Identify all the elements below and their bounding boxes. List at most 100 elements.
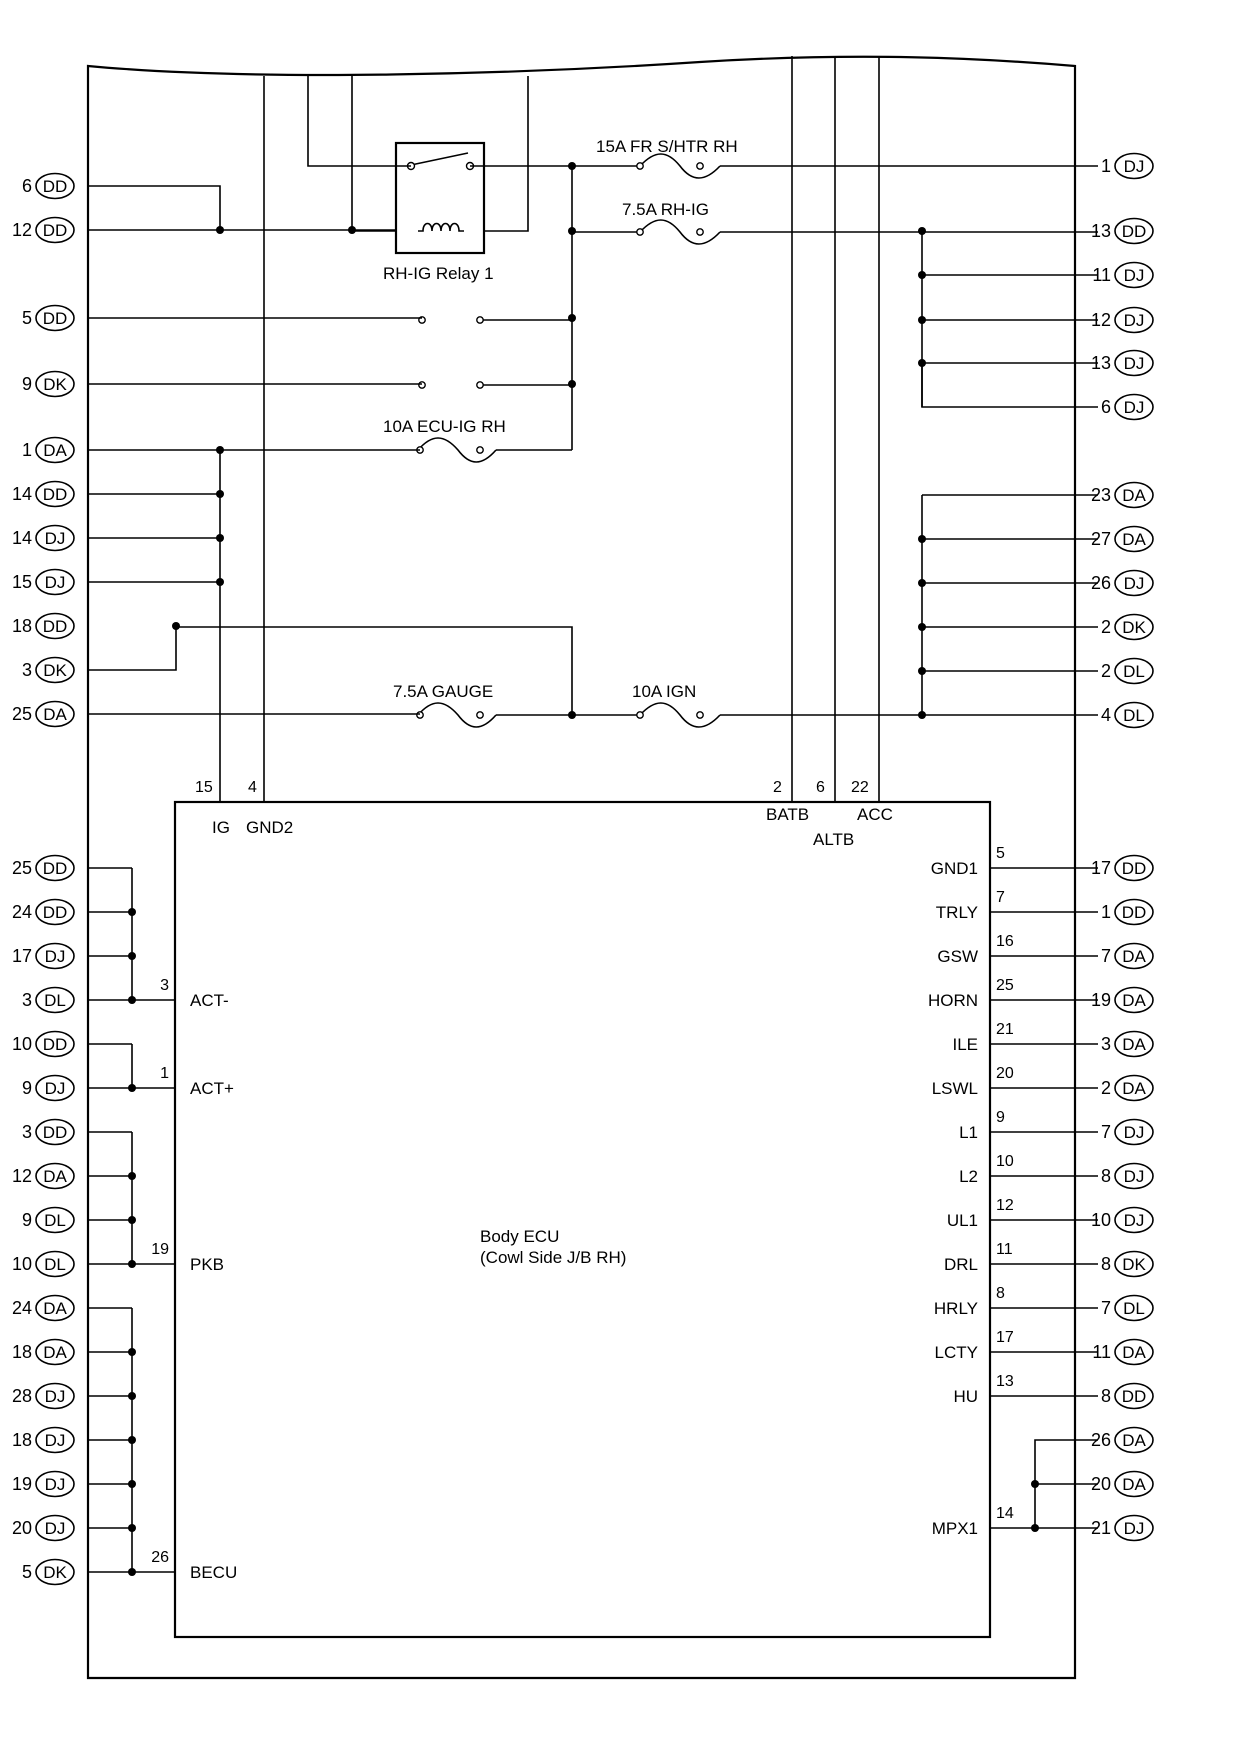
connector-pin-number: 14 [12,484,32,504]
connector-id: DD [1122,222,1147,241]
connector-badge-outline [35,1294,75,1322]
connector-badge-outline [35,1250,75,1278]
fuse-shtr-symbol [639,153,721,179]
connector-badge-outline [35,700,75,728]
ecu-top-pin-label: GND2 [246,818,293,837]
ecu-left-pin-label: BECU [190,1563,237,1582]
right-connector-23: DL7 [1101,1294,1154,1322]
connector-id: DJ [45,1079,66,1098]
right-connector-17: DA3 [1101,1030,1154,1058]
junction-dot-11 [216,446,224,454]
connector-pin-number: 1 [1101,902,1111,922]
connector-id: DA [1122,1343,1146,1362]
right-connector-18: DA2 [1101,1074,1154,1102]
right-connector-11: DL2 [1101,657,1154,685]
junction-dot-4 [568,227,576,235]
fuse-shtr-end-a [636,162,644,170]
junction-dot-1 [216,226,224,234]
connector-id: DJ [45,529,66,548]
junction-dot-23 [128,952,136,960]
connector-badge-outline [35,1558,75,1586]
connector-badge-outline [1114,1470,1154,1498]
ecu-right-pin-label: HORN [928,991,978,1010]
junction-dot-31 [128,1436,136,1444]
fuse-rhig-symbol [639,219,721,245]
switch-b-contact-2 [476,381,484,389]
ecu-right-pin-number: 5 [996,845,1005,862]
connector-id: DJ [1124,574,1145,593]
ecu-right-pin-number: 14 [996,1505,1014,1522]
connector-badge-outline [1114,701,1154,729]
connector-id: DK [43,1563,67,1582]
connector-pin-number: 7 [1101,1298,1111,1318]
connector-id: DA [43,1343,67,1362]
ecu-top-pin-number: 2 [773,779,782,796]
ecu-right-pin-label: L1 [959,1123,978,1142]
connector-pin-number: 5 [22,1562,32,1582]
connector-id: DD [43,617,68,636]
ecu-right-pin-label: ILE [952,1035,978,1054]
left-connector-10: DK3 [22,656,75,684]
junction-dot-16 [568,711,576,719]
connector-pin-number: 13 [1091,221,1111,241]
left-connector-18: DD3 [22,1118,75,1146]
left-connector-5: DA1 [22,436,75,464]
junction-dot-group [128,162,1039,1576]
junction-dot-25 [128,1084,136,1092]
fuse-ecuig-end-b [476,446,484,454]
connector-id: DL [1123,706,1145,725]
junction-block-frame [86,55,1077,1680]
ecu-top-pin-label: ALTB [813,830,854,849]
junction-dot-34 [128,1568,136,1576]
connector-id: DD [43,485,68,504]
connector-id: DK [1122,618,1146,637]
relay-switch-arm [410,152,469,166]
ecu-top-pin-number: 4 [248,779,257,796]
connector-pin-number: 2 [1101,1078,1111,1098]
ecu-right-pin-group: 5GND17TRLY16GSW25HORN21ILE20LSWL9L110L21… [928,845,1014,1538]
switch-b-contact-1 [418,381,426,389]
connector-pin-number: 26 [1091,573,1111,593]
connector-id: DA [43,1167,67,1186]
ecu-top-pin-number: 15 [195,779,213,796]
connector-pin-number: 24 [12,902,32,922]
connector-badge-outline [1114,261,1154,289]
fuse-rhig-label: 7.5A RH-IG [622,200,709,219]
connector-pin-number: 3 [22,660,32,680]
wire-relay-coil-top [351,76,396,232]
junction-dot-26 [128,1172,136,1180]
junction-dot-35 [1031,1480,1039,1488]
connector-id: DD [43,903,68,922]
junction-dot-17 [918,535,926,543]
connector-pin-number: 8 [1101,1166,1111,1186]
connector-pin-number: 8 [1101,1254,1111,1274]
ecu-top-pin-label: IG [212,818,230,837]
ecu-right-pin-label: MPX1 [932,1519,978,1538]
connector-badge-outline [1114,393,1154,421]
ecu-right-pin-number: 12 [996,1197,1014,1214]
junction-dot-13 [216,534,224,542]
left-wire-group [88,185,422,1573]
connector-pin-number: 9 [22,1210,32,1230]
connector-badge-outline [1114,525,1154,553]
ecu-right-pin-number: 17 [996,1329,1014,1346]
connector-id: DA [1122,991,1146,1010]
junction-dot-8 [918,271,926,279]
right-connector-22: DK8 [1101,1250,1154,1278]
fuse-rhig-end-b [696,228,704,236]
connector-id: DA [1122,486,1146,505]
connector-id: DD [43,859,68,878]
right-wire-group [921,274,1098,1529]
